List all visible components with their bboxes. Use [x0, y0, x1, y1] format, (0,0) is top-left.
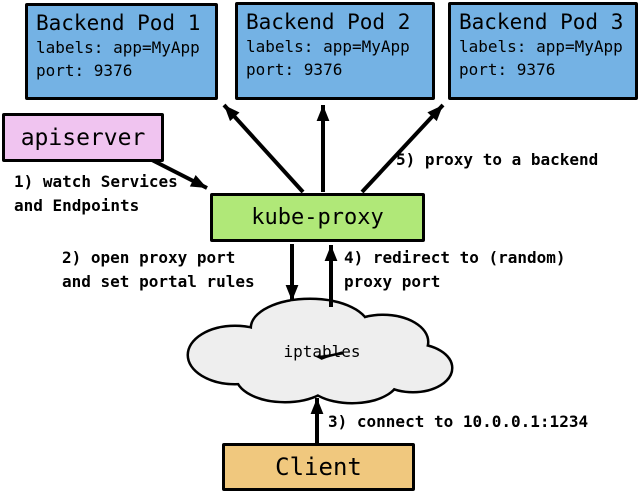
pod-labels: labels: app=MyApp [459, 37, 623, 56]
backend-pod-1-box: Backend Pod 1 labels: app=MyApp port: 93… [25, 3, 218, 100]
arrow-kubeproxy-to-pod1 [222, 103, 305, 194]
client-label: Client [275, 453, 362, 481]
backend-pod-2-box: Backend Pod 2 labels: app=MyApp port: 93… [235, 2, 435, 100]
kube-proxy-box: kube-proxy [210, 193, 425, 242]
pod-labels: labels: app=MyApp [36, 38, 200, 57]
pod-title: Backend Pod 1 [36, 11, 201, 35]
apiserver-label: apiserver [20, 124, 146, 151]
pod-port: port: 9376 [36, 61, 133, 80]
pod-port: port: 9376 [246, 60, 343, 79]
step-1-label: 1) watch Services and Endpoints [14, 172, 178, 215]
backend-pod-3-box: Backend Pod 3 labels: app=MyApp port: 93… [448, 2, 638, 100]
iptables-label: iptables [283, 342, 361, 361]
pod-port: port: 9376 [459, 60, 556, 79]
step-4-label: 4) redirect to (random) proxy port [344, 248, 566, 291]
pod-title: Backend Pod 3 [459, 10, 624, 34]
pod-labels: labels: app=MyApp [246, 37, 410, 56]
step-3-label: 3) connect to 10.0.0.1:1234 [328, 412, 589, 431]
client-box: Client [222, 443, 415, 491]
pod-title: Backend Pod 2 [246, 10, 411, 34]
iptables-cloud [186, 297, 454, 405]
arrow-kubeproxy-to-pod3 [360, 103, 445, 194]
kube-proxy-label: kube-proxy [251, 205, 384, 230]
apiserver-box: apiserver [2, 113, 164, 162]
step-2-label: 2) open proxy port and set portal rules [62, 248, 255, 291]
arrow-apiserver-to-kubeproxy [149, 157, 208, 190]
step-5-label: 5) proxy to a backend [396, 150, 599, 169]
